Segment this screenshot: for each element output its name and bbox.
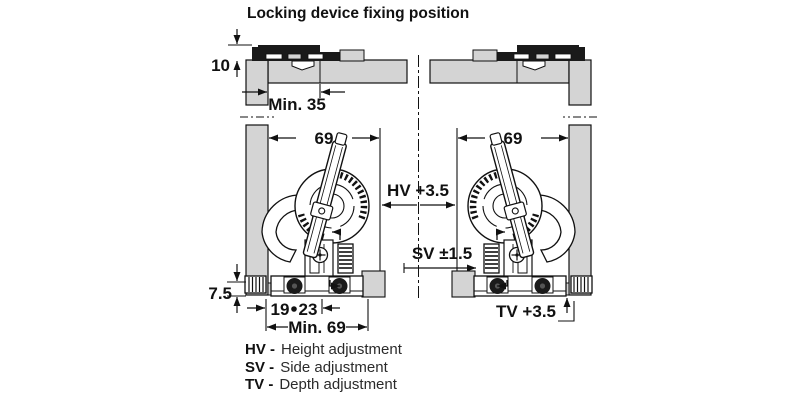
legend-item-hv: HV - Height adjustment	[245, 341, 402, 359]
dim-19-label: 19	[271, 300, 290, 319]
dim-69-left-label: 69	[315, 129, 334, 148]
legend-label-sv: Side adjustment	[280, 358, 388, 376]
legend-label-tv: Depth adjustment	[279, 376, 397, 393]
dim-min-front: Min. 35	[242, 84, 345, 114]
dim-min69-label: Min. 69	[288, 318, 346, 337]
dim-width-left: 69	[269, 129, 379, 148]
top-view-right	[429, 44, 592, 106]
legend-label-hv: Height adjustment	[281, 341, 402, 358]
front-view-left	[240, 117, 385, 297]
hole-center-dot	[291, 306, 297, 312]
dim-height-adjustment: HV +3.5	[382, 181, 455, 209]
dim-min-width: Min. 69	[267, 299, 369, 337]
dim-width-right: 69	[458, 129, 568, 148]
dim-hole-positions: 19 23	[247, 299, 340, 331]
dim-depth-adjustment: TV +3.5	[496, 298, 575, 322]
legend-abbr-hv: HV -	[245, 341, 275, 358]
diagram-title: Locking device fixing position	[247, 5, 469, 22]
legend: HV - Height adjustment SV - Side adjustmen…	[245, 341, 402, 394]
front-view-right	[452, 117, 597, 297]
dim-hv-label: HV +3.5	[387, 181, 449, 200]
legend-item-sv: SV - Side adjustment	[245, 359, 402, 377]
dim-height-offset: 10	[211, 29, 252, 77]
dim-23-label: 23	[299, 300, 318, 319]
legend-abbr-tv: TV -	[245, 376, 274, 393]
dim-7-5-label: 7.5	[208, 284, 232, 303]
legend-abbr-sv: SV -	[245, 358, 275, 376]
dim-69-right-label: 69	[504, 129, 523, 148]
legend-item-tv: TV - Depth adjustment	[245, 376, 402, 394]
dim-10-label: 10	[211, 56, 230, 75]
dim-sv-label: SV ±1.5	[412, 244, 472, 263]
dim-side-adjustment: SV ±1.5	[403, 244, 476, 273]
dim-rail-height: 7.5	[208, 264, 246, 313]
dim-min35-label: Min. 35	[268, 95, 326, 114]
dim-tv-label: TV +3.5	[496, 302, 556, 321]
